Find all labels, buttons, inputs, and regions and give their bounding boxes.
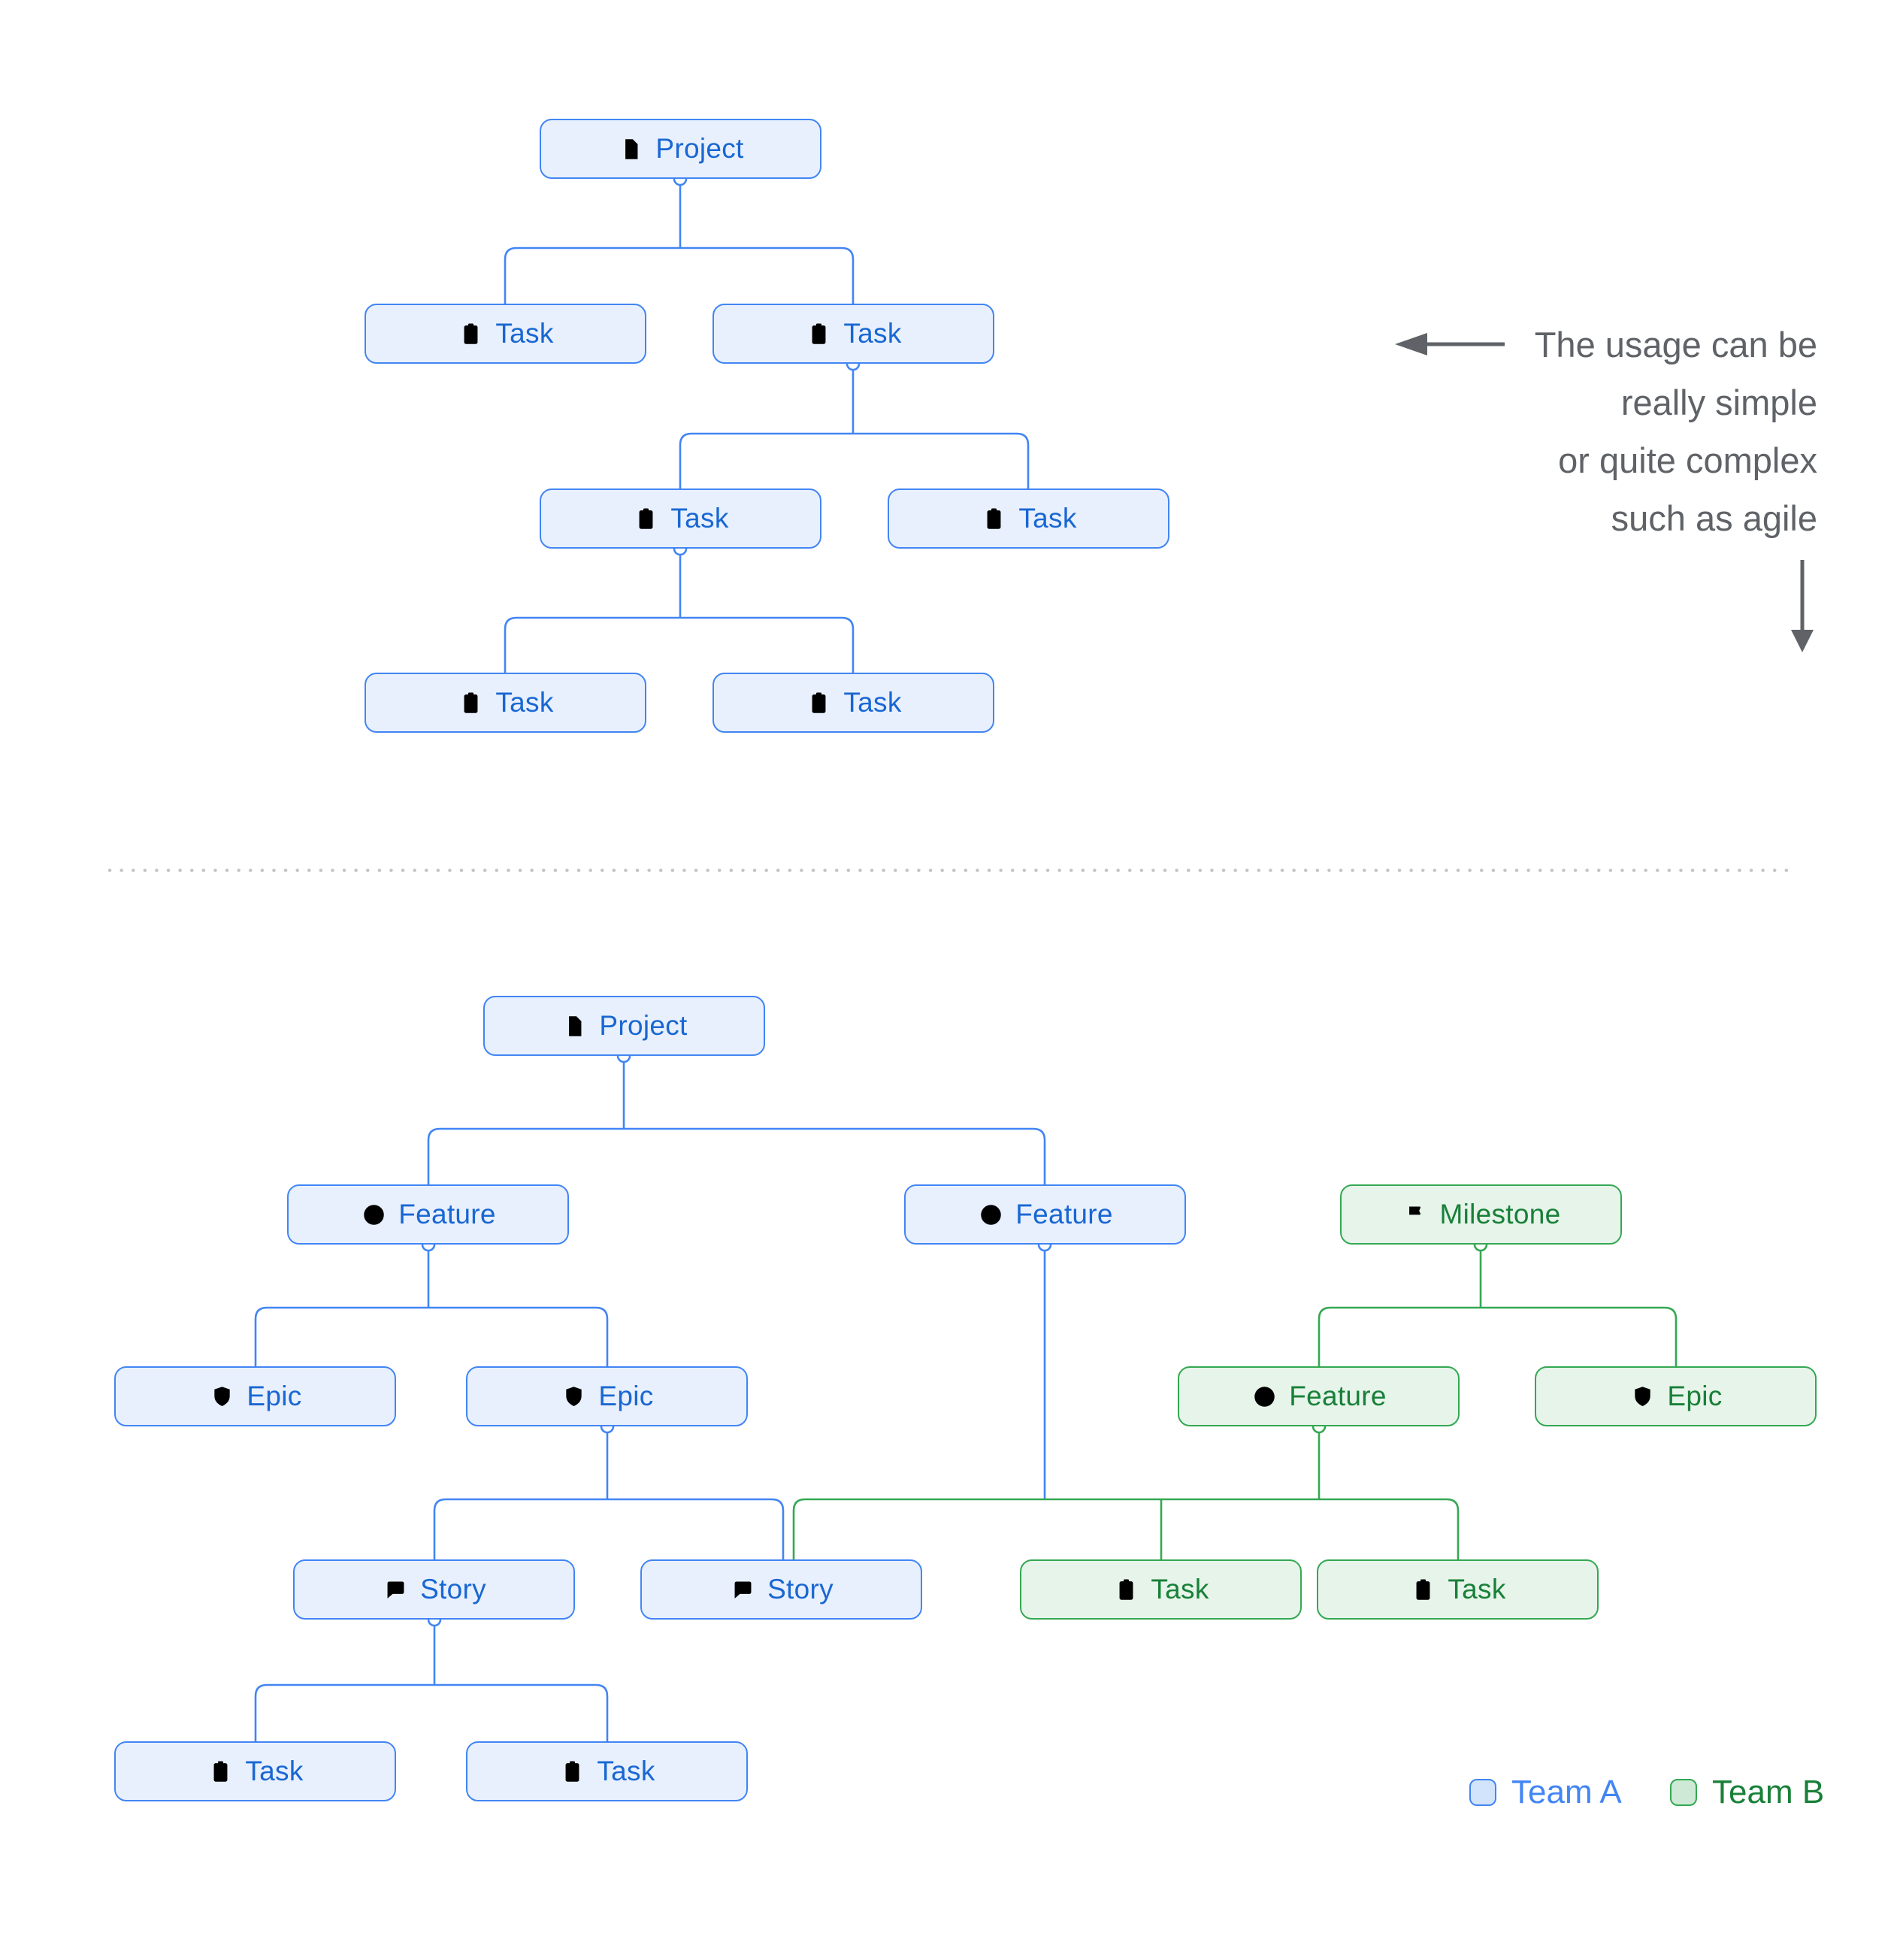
node-label: Task [1448, 1574, 1506, 1605]
connector-simple-task2-bracket [679, 432, 1030, 488]
node-task: Task [1317, 1559, 1599, 1620]
connector-feature1-bracket [254, 1306, 609, 1366]
node-task: Task [466, 1741, 748, 1801]
node-label: Epic [598, 1381, 654, 1411]
node-task: Task [540, 488, 821, 549]
node-feature: Feature [1178, 1366, 1460, 1426]
node-label: Feature [1015, 1199, 1113, 1230]
node-label: Feature [1289, 1381, 1387, 1411]
node-label: Task [1151, 1574, 1209, 1605]
feature-icon [1254, 1386, 1275, 1407]
node-task: Task [365, 673, 646, 733]
node-feature: Feature [904, 1184, 1186, 1245]
annotation-text: The usage can be really simple or quite … [1246, 316, 1817, 547]
node-task: Task [1020, 1559, 1302, 1620]
task-icon [812, 691, 826, 713]
legend: Team A Team B [0, 1774, 1903, 1819]
node-label: Task [843, 687, 902, 718]
node-story: Story [293, 1559, 575, 1620]
node-task: Task [114, 1741, 396, 1801]
team-b-swatch [1670, 1779, 1697, 1806]
connector-story1-bracket [254, 1683, 609, 1741]
connector-shared-bracket [792, 1498, 1460, 1559]
node-label: Milestone [1439, 1199, 1561, 1230]
feature-icon [364, 1204, 384, 1225]
epic-icon [1635, 1386, 1651, 1406]
task-icon [1416, 1578, 1430, 1600]
legend-label: Team A [1511, 1774, 1622, 1810]
legend-item-team-a: Team A [1469, 1774, 1622, 1811]
annotation-line: The usage can be [1534, 325, 1817, 364]
node-epic: Epic [466, 1366, 748, 1426]
arrow-down-head [1791, 630, 1814, 652]
document-icon [625, 138, 638, 159]
node-label: Story [420, 1574, 486, 1605]
story-icon [387, 1581, 404, 1599]
annotation-line: such as agile [1611, 498, 1817, 538]
node-milestone: Milestone [1340, 1184, 1622, 1245]
annotation-line: or quite complex [1558, 440, 1817, 480]
team-a-swatch [1469, 1779, 1496, 1806]
task-icon [987, 507, 1001, 529]
node-label: Task [597, 1756, 655, 1786]
node-feature: Feature [287, 1184, 569, 1245]
milestone-icon [1409, 1205, 1421, 1224]
epic-icon [214, 1386, 231, 1406]
node-label: Epic [1667, 1381, 1723, 1411]
node-label: Task [245, 1756, 304, 1786]
node-label: Story [767, 1574, 834, 1605]
connector-simple-project-bracket [504, 247, 855, 304]
node-label: Project [655, 133, 744, 164]
node-label: Epic [247, 1381, 302, 1411]
connector-epic2-bracket [433, 1498, 785, 1559]
node-task: Task [712, 673, 994, 733]
epic-icon [566, 1386, 582, 1406]
node-label: Task [495, 318, 554, 349]
task-icon [639, 507, 653, 529]
connector-simple-task3-bracket [504, 616, 855, 673]
node-label: Task [843, 318, 902, 349]
node-story: Story [640, 1559, 922, 1620]
connector-complex-project-bracket [427, 1127, 1046, 1184]
node-task: Task [365, 304, 646, 364]
task-icon [464, 691, 478, 713]
connector-milestone-bracket [1318, 1306, 1678, 1366]
task-icon [812, 322, 826, 344]
task-icon [464, 322, 478, 344]
node-task: Task [712, 304, 994, 364]
legend-label: Team B [1712, 1774, 1825, 1810]
document-icon [569, 1015, 582, 1036]
annotation-line: really simple [1620, 383, 1817, 422]
node-project: Project [483, 996, 765, 1056]
feature-icon [981, 1204, 1001, 1225]
node-epic: Epic [114, 1366, 396, 1426]
node-project: Project [540, 119, 821, 179]
node-label: Task [670, 503, 729, 534]
node-task: Task [888, 488, 1169, 549]
node-label: Feature [398, 1199, 496, 1230]
arrow-left-head [1395, 333, 1427, 355]
legend-item-team-b: Team B [1670, 1774, 1824, 1811]
task-icon [1119, 1578, 1133, 1600]
node-epic: Epic [1535, 1366, 1817, 1426]
node-label: Task [495, 687, 554, 718]
node-label: Project [599, 1010, 688, 1041]
node-label: Task [1018, 503, 1077, 534]
story-icon [734, 1581, 752, 1599]
